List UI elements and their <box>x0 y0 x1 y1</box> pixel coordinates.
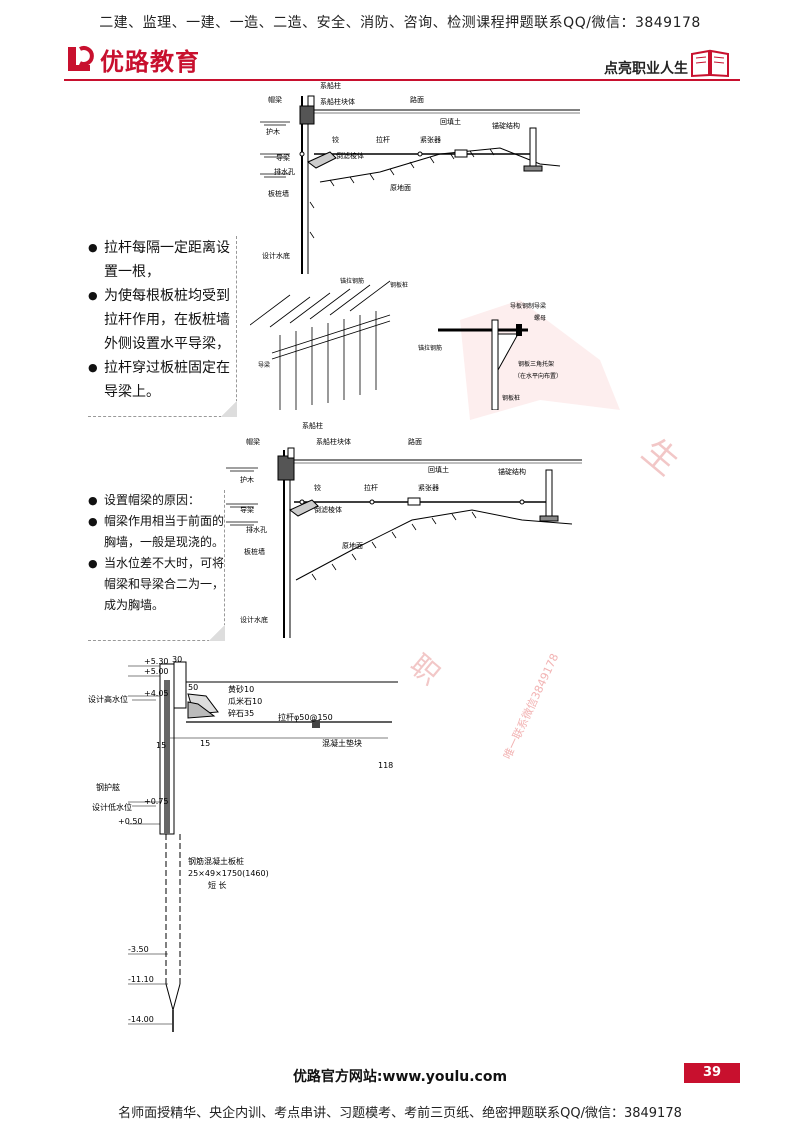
label-fender: 护木 <box>266 127 280 136</box>
bullet-item: 为使每根板桩均受到拉杆作用，在板桩墙外侧设置水平导梁， <box>88 284 236 356</box>
wale-perspective-sketch: 锚拉钢筋 钢板桩 导梁 <box>250 277 408 410</box>
bullet-box-1: 拉杆每隔一定距离设置一根， 为使每根板桩均受到拉杆作用，在板桩墙外侧设置水平导梁… <box>88 236 237 417</box>
bullet-box-2: 设置帽梁的原因： 帽梁作用相当于前面的胸墙，一般是现浇的。 当水位差不大时，可将… <box>88 490 225 641</box>
label-drain-hole: 排水孔 <box>274 167 295 176</box>
page-number: 39 <box>684 1063 740 1083</box>
label-design-bottom: 设计水底 <box>262 251 290 260</box>
label-anchor-rod: 锚拉钢筋 <box>340 277 364 285</box>
label-sheet-pile-wall-2: 板桩墙 <box>244 547 265 556</box>
label-bracket-note: （在水平向布置） <box>514 372 562 380</box>
label-hinge: 铰 <box>332 135 339 144</box>
label-original-ground-2: 原地面 <box>342 541 363 550</box>
level-5-30: +5.30 <box>144 657 169 666</box>
label-wale-2: 导梁 <box>258 361 270 369</box>
label-cap-beam-2: 帽梁 <box>246 437 260 446</box>
logo-text: 优路教育 <box>100 47 200 76</box>
logo-mark-icon <box>68 46 94 71</box>
label-coarse-sand: 黄砂10 <box>228 684 254 694</box>
label-sheet-pile: 钢板桩 <box>390 281 408 289</box>
page-fold <box>209 625 225 641</box>
label-hinge-2: 铰 <box>314 483 321 492</box>
label-tie-rod-spec: 拉杆φ50@150 <box>278 712 333 722</box>
bracket-detail: 导板钢制导梁 螺母 锚拉钢筋 钢板三角托架 （在水平向布置） 钢板桩 <box>418 302 562 410</box>
label-cap-beam: 帽梁 <box>268 95 282 104</box>
bullet-item: 设置帽梁的原因： <box>88 490 224 511</box>
label-design-low-water: 设计低水位 <box>92 802 132 812</box>
label-original-ground: 原地面 <box>390 183 411 192</box>
level-5-00: +5.00 <box>144 667 169 676</box>
label-design-high-water: 设计高水位 <box>88 694 128 704</box>
dim-15-left: 15 <box>156 741 166 750</box>
level-0-50: +0.50 <box>118 817 143 826</box>
label-post-block-2: 系船柱块体 <box>316 437 351 446</box>
dim-50: 50 <box>188 683 198 692</box>
label-wale: 导梁 <box>276 153 290 162</box>
label-mooring-post-2: 系船柱 <box>302 421 323 430</box>
label-gravel: 瓜米石10 <box>228 696 262 706</box>
label-tie-rod-2: 拉杆 <box>364 483 378 492</box>
label-tie-rod: 拉杆 <box>376 135 390 144</box>
level-minus-11-10: -11.10 <box>128 975 154 984</box>
bullet-item: 拉杆每隔一定距离设置一根， <box>88 236 236 284</box>
label-wale-beam: 导板钢制导梁 <box>510 302 546 310</box>
label-turnbuckle-2: 紧张器 <box>418 483 439 492</box>
dim-118: 118 <box>378 761 393 770</box>
watermark-zhi: 职 <box>404 648 447 691</box>
label-wale-3: 导梁 <box>240 505 254 514</box>
label-mooring-post: 系船柱 <box>320 82 341 90</box>
level-minus-14-00: -14.00 <box>128 1015 154 1024</box>
level-minus-3-50: -3.50 <box>128 945 149 954</box>
logo: 优路教育 <box>64 42 200 76</box>
label-anchor-2: 锚碇结构 <box>498 467 526 476</box>
bullet-item: 当水位差不大时，可将帽梁和导梁合二为一，成为胸墙。 <box>88 553 224 616</box>
label-turnbuckle: 紧张器 <box>420 135 441 144</box>
sheet-pile-diagram-2: 系船柱 帽梁 系船柱块体 路面 护木 回填土 锚碇结构 铰 拉杆 紧张器 倒滤棱… <box>226 421 582 638</box>
dim-30: 30 <box>172 655 182 664</box>
top-banner: 二建、监理、一建、一造、二造、安全、消防、咨询、检测课程押题联系QQ/微信：38… <box>99 15 701 31</box>
label-backfill: 回填土 <box>440 117 461 126</box>
section-drawing: +5.30 +5.00 +4.05 +0.75 +0.50 -3.50 -11.… <box>88 655 398 1032</box>
level-0-75: +0.75 <box>144 797 169 806</box>
watermark-contact: 唯一联系微信3849178 <box>500 651 561 761</box>
footer-site[interactable]: 优路官方网站:www.youlu.com <box>292 1069 508 1085</box>
label-nut: 螺母 <box>534 314 546 322</box>
dim-15-right: 15 <box>200 739 210 748</box>
watermark-sheng: 生 <box>634 431 686 483</box>
label-crushed-stone: 碎石35 <box>228 708 254 718</box>
label-sheet-pile-wall: 板桩墙 <box>268 189 289 198</box>
label-concrete-pad: 混凝土垫块 <box>322 738 362 748</box>
label-design-bottom-2: 设计水底 <box>240 615 268 624</box>
label-pile-length: 短 长 <box>208 880 227 890</box>
label-anchor: 锚碇结构 <box>492 121 520 130</box>
page-fold <box>221 401 237 417</box>
bullet-item: 帽梁作用相当于前面的胸墙，一般是现浇的。 <box>88 511 224 553</box>
sheet-pile-diagram-1: 系船柱 帽梁 系船柱块体 路面 护木 回填土 锚碇结构 铰 拉杆 紧张器 倒滤棱… <box>260 82 580 274</box>
label-post-block: 系船柱块体 <box>320 97 355 106</box>
label-rod-left: 锚拉钢筋 <box>418 344 442 352</box>
label-pile-name: 钢筋混凝土板桩 <box>188 856 244 866</box>
header-rule <box>64 79 740 81</box>
level-4-05: +4.05 <box>144 689 169 698</box>
label-bracket: 钢板三角托架 <box>518 360 554 368</box>
label-fender-2: 护木 <box>240 475 254 484</box>
label-sheet-pile-2: 钢板桩 <box>502 394 520 402</box>
bullet-item: 拉杆穿过板桩固定在导梁上。 <box>88 356 236 404</box>
label-backfill-2: 回填土 <box>428 465 449 474</box>
label-road: 路面 <box>410 95 424 104</box>
label-road-2: 路面 <box>408 437 422 446</box>
slogan: 点亮职业人生 <box>604 61 688 77</box>
label-filter-2: 倒滤棱体 <box>314 505 342 514</box>
label-drain-hole-2: 排水孔 <box>246 525 267 534</box>
bottom-banner: 名师面授精华、央企内训、考点串讲、习题模考、考前三页纸、绝密押题联系QQ/微信：… <box>118 1106 682 1121</box>
label-steel-fender: 钢护舷 <box>96 782 120 792</box>
label-pile-spec: 25×49×1750(1460) <box>188 869 269 878</box>
label-filter: 倒滤棱体 <box>336 151 364 160</box>
book-icon <box>691 49 729 78</box>
